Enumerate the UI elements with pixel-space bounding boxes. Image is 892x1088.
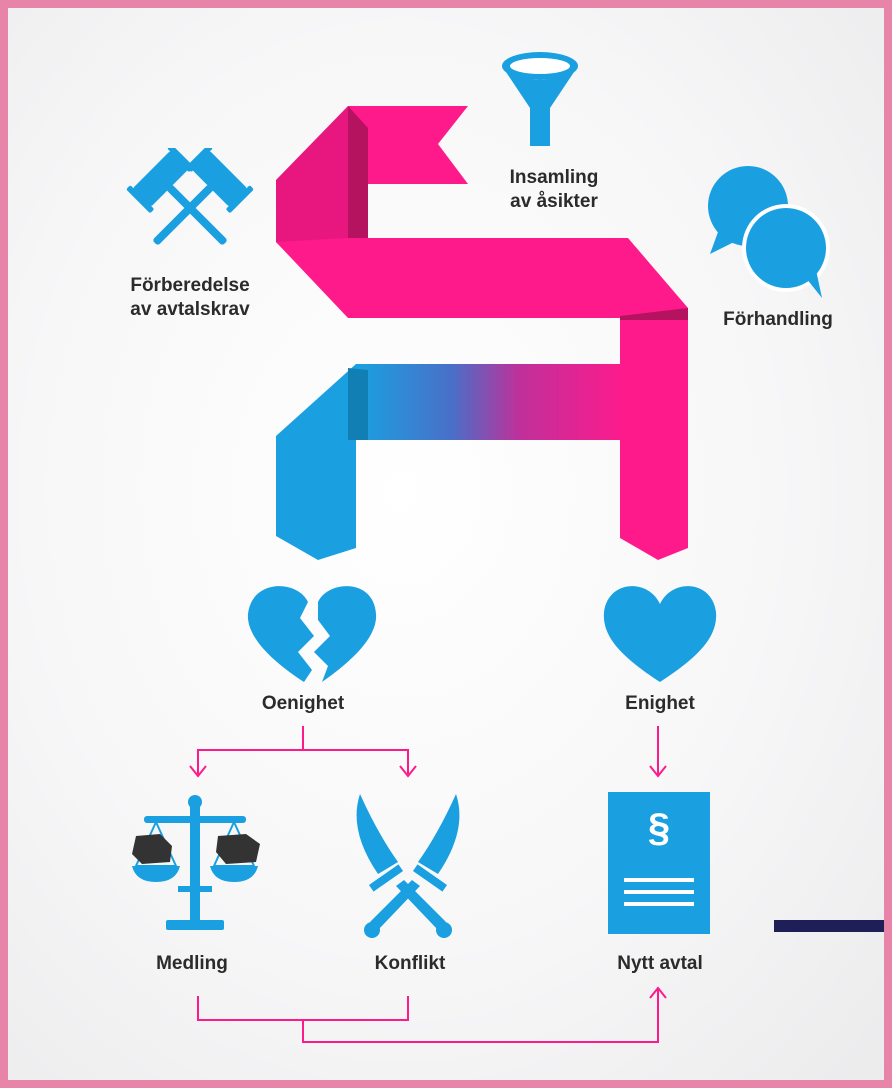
label-forhandling: Förhandling	[723, 309, 833, 330]
diagram-canvas: § Insamling av åsikter Förberedelse av a…	[8, 8, 884, 1080]
split-arrows	[189, 726, 417, 778]
label-konflikt: Konflikt	[374, 953, 446, 974]
agreement-arrow	[649, 726, 667, 778]
document-icon: §	[608, 792, 710, 934]
crossed-swords-icon	[356, 794, 460, 938]
ribbon-top-flag	[348, 106, 468, 184]
label-oenighet: Oenighet	[261, 693, 345, 714]
broken-heart-icon	[247, 586, 377, 682]
gavels-icon	[126, 148, 254, 245]
ribbon-blue-column	[276, 364, 356, 560]
label-nytt-avtal: Nytt avtal	[617, 953, 703, 974]
ribbon-graphic	[189, 106, 688, 1043]
paragraph-symbol: §	[647, 806, 671, 850]
return-arrow	[197, 986, 667, 1043]
scales-icon	[132, 795, 260, 930]
label-enighet: Enighet	[625, 693, 695, 714]
speech-bubbles-icon	[708, 166, 830, 298]
ribbon-middle-band	[276, 238, 688, 318]
label-insamling: Insamling av åsikter	[509, 167, 599, 212]
decorative-bar	[774, 920, 884, 932]
ribbon-gradient-band	[356, 364, 620, 440]
label-forberedelse: Förberedelse av avtalskrav	[130, 275, 250, 320]
heart-icon	[603, 586, 717, 682]
funnel-icon	[502, 52, 578, 146]
ribbon-right-column	[620, 308, 688, 560]
label-medling: Medling	[156, 953, 228, 974]
